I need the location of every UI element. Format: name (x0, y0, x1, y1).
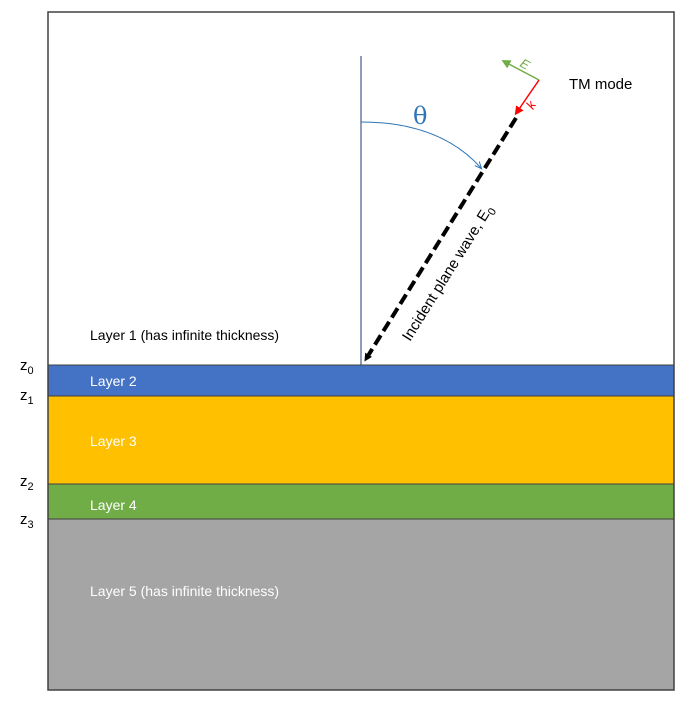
layer-2-label: Layer 2 (90, 373, 137, 389)
interface-label-z1: z1 (20, 387, 34, 407)
diagram-border (47, 11, 675, 691)
e-field-arrow (501, 60, 540, 81)
layer-3-band (48, 396, 674, 484)
layer-4-band (48, 484, 674, 519)
layer-2-band (48, 365, 674, 396)
tm-mode-label: TM mode (569, 76, 632, 93)
angle-theta-label: θ (413, 102, 427, 130)
interface-label-z3: z3 (20, 511, 34, 531)
interface-label-z0: z0 (20, 357, 34, 377)
layer-5-band (48, 519, 674, 690)
k-vector-arrow (514, 79, 540, 116)
layer-3-label: Layer 3 (90, 433, 137, 449)
layer-1-label: Layer 1 (has infinite thickness) (90, 327, 279, 343)
layer-4-label: Layer 4 (90, 497, 137, 513)
interface-label-z2: z2 (20, 473, 34, 493)
layer-5-label: Layer 5 (has infinite thickness) (90, 583, 279, 599)
angle-arc (360, 121, 481, 168)
